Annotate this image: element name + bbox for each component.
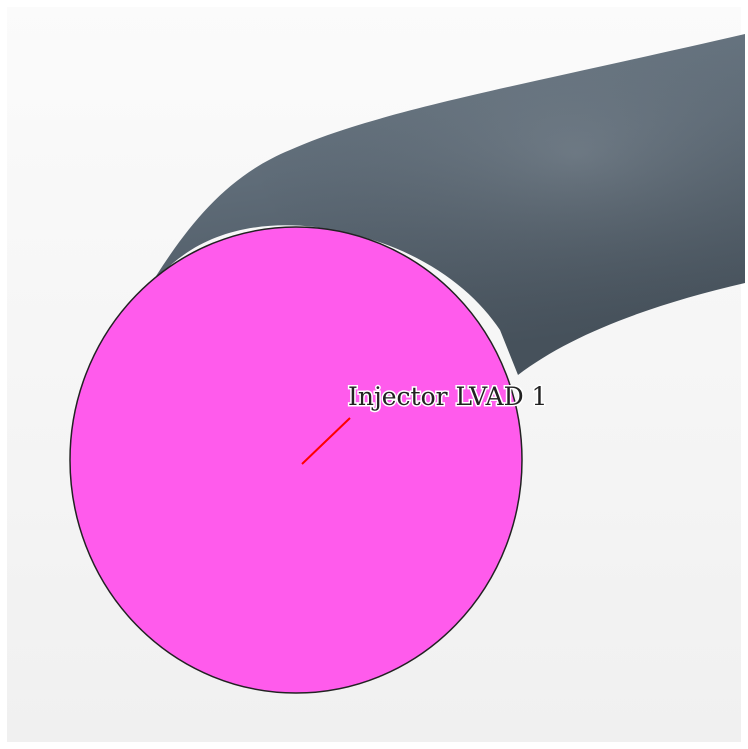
tube-highlight <box>140 34 745 375</box>
annotation-label[interactable]: Injector LVAD 1 <box>347 381 549 413</box>
inlet-face[interactable] <box>69 226 523 694</box>
annotation-leader-line <box>301 417 351 465</box>
